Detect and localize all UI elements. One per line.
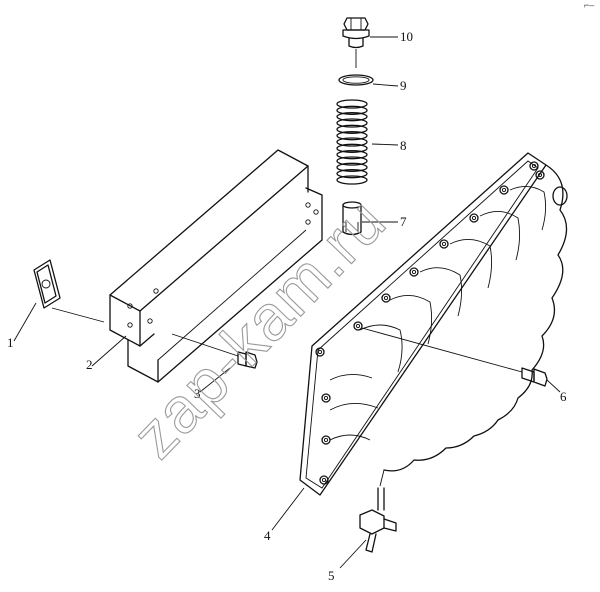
spring-coil [336, 156, 368, 166]
flange-bolt-center [441, 241, 447, 247]
flange-bolt [535, 170, 545, 180]
callout-7: 7 [400, 214, 407, 229]
part-8-spring [336, 99, 368, 185]
flange-bolt [315, 347, 325, 357]
flange-bolt [321, 393, 331, 403]
flange-bolt-center [383, 295, 389, 301]
flange-bolt-center [501, 187, 507, 193]
callout-6: 6 [560, 389, 567, 404]
callout-2: 2 [86, 357, 93, 372]
part-2-oil-cooler [109, 149, 323, 383]
spring-coil [336, 105, 368, 115]
callout-1: 1 [7, 335, 14, 350]
part-9-o-ring [338, 74, 374, 86]
spring-coil [336, 124, 368, 134]
spring-coil [336, 99, 368, 109]
part-6-bolt [361, 327, 561, 393]
flange-bolt [499, 185, 509, 195]
spring-coil [336, 131, 368, 141]
flange-bolt-center [471, 215, 477, 221]
part-10-plug-bolt [342, 17, 370, 68]
corner-mark: ⌐– [584, 0, 594, 10]
callout-3: 3 [194, 386, 201, 401]
spring-coil [336, 175, 368, 185]
callout-10: 10 [400, 29, 413, 44]
part-1-gasket [33, 259, 105, 323]
flange-bolt [381, 293, 391, 303]
part-5-drain-valve [339, 509, 397, 569]
flange-bolt-center [531, 163, 537, 169]
flange-bolt-center [323, 395, 329, 401]
spring-coil [336, 150, 368, 160]
flange-bolt-center [323, 437, 329, 443]
callout-9: 9 [400, 78, 407, 93]
flange-bolt [321, 435, 331, 445]
part-7-valve-plunger [342, 201, 362, 236]
flange-bolt-center [537, 172, 543, 178]
flange-bolt [469, 213, 479, 223]
flange-bolt [409, 267, 419, 277]
spring-coil [336, 162, 368, 172]
flange-bolt-center [355, 323, 361, 329]
leader-lines [13, 36, 399, 531]
spring-coil [336, 143, 368, 153]
flange-bolt-center [321, 477, 327, 483]
callout-labels: 1 2 3 4 5 6 7 8 9 10 [7, 29, 567, 583]
spring-coil [336, 137, 368, 147]
flange-bolt-center [317, 349, 323, 355]
callout-4: 4 [264, 528, 271, 543]
part-4-oil-pan [299, 152, 568, 511]
spring-coil [336, 112, 368, 122]
spring-coil [336, 118, 368, 128]
spring-coil [336, 169, 368, 179]
part-3-bolt [171, 333, 258, 369]
flange-bolt [353, 321, 363, 331]
flange-bolt-center [411, 269, 417, 275]
flange-bolt [439, 239, 449, 249]
callout-5: 5 [328, 568, 335, 583]
callout-8: 8 [400, 138, 407, 153]
watermark-text: zap-kam.ru [118, 184, 399, 471]
flange-bolt [319, 475, 329, 485]
flange-bolt [529, 161, 539, 171]
